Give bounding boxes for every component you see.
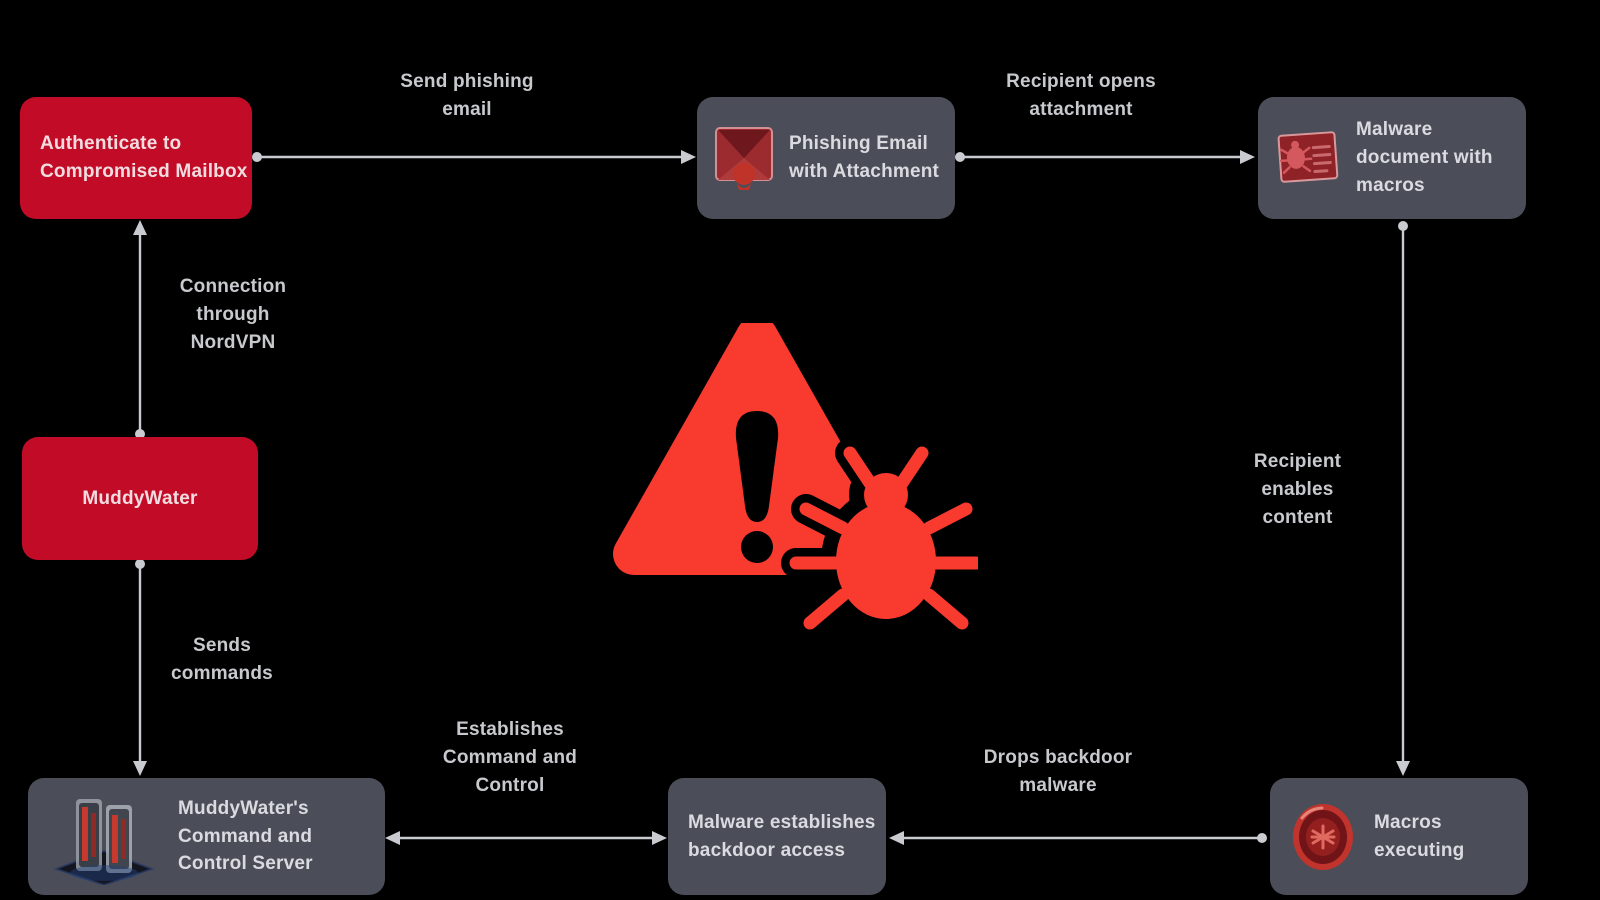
warning-triangle-bug-icon bbox=[613, 323, 978, 638]
node-phishing-email-label: Phishing Email with Attachment bbox=[789, 133, 940, 182]
edge-label-sends-commands: Sends commands bbox=[171, 635, 273, 684]
node-muddywater-label: MuddyWater bbox=[82, 487, 198, 509]
edge-label-establishes-c2: Establishes Command and Control bbox=[442, 719, 578, 796]
node-malware-document: Malware document with macros bbox=[1258, 97, 1526, 219]
node-macros-executing: Macros executing bbox=[1270, 778, 1528, 895]
edge-label-recipient-opens: Recipient opens attachment bbox=[1006, 71, 1156, 120]
node-muddywater: MuddyWater bbox=[22, 437, 258, 560]
node-malware-backdoor: Malware establishes backdoor access bbox=[668, 778, 886, 895]
macros-badge-icon bbox=[1290, 802, 1356, 872]
node-phishing-email: Phishing Email with Attachment bbox=[697, 97, 955, 219]
edge-label-drops-backdoor: Drops backdoor malware bbox=[983, 747, 1133, 796]
node-macros-executing-label: Macros executing bbox=[1374, 811, 1465, 861]
node-authenticate-mailbox: Authenticate to Compromised Mailbox bbox=[20, 97, 252, 219]
edge-label-connection-nordvpn: Connection through NordVPN bbox=[179, 276, 287, 353]
phishing-email-icon bbox=[713, 125, 775, 191]
edge-label-send-phishing: Send phishing email bbox=[400, 71, 534, 120]
node-malware-document-label: Malware document with macros bbox=[1356, 119, 1493, 196]
edge-label-recipient-enables: Recipient enables content bbox=[1253, 451, 1342, 528]
malware-document-icon bbox=[1276, 128, 1340, 188]
node-c2-server: MuddyWater's Command and Control Server bbox=[28, 778, 385, 895]
node-c2-server-label: MuddyWater's Command and Control Server bbox=[178, 797, 313, 875]
command-control-server-icon bbox=[52, 789, 156, 885]
node-authenticate-label: Authenticate to Compromised Mailbox bbox=[40, 133, 248, 182]
node-malware-backdoor-label: Malware establishes backdoor access bbox=[688, 811, 876, 861]
